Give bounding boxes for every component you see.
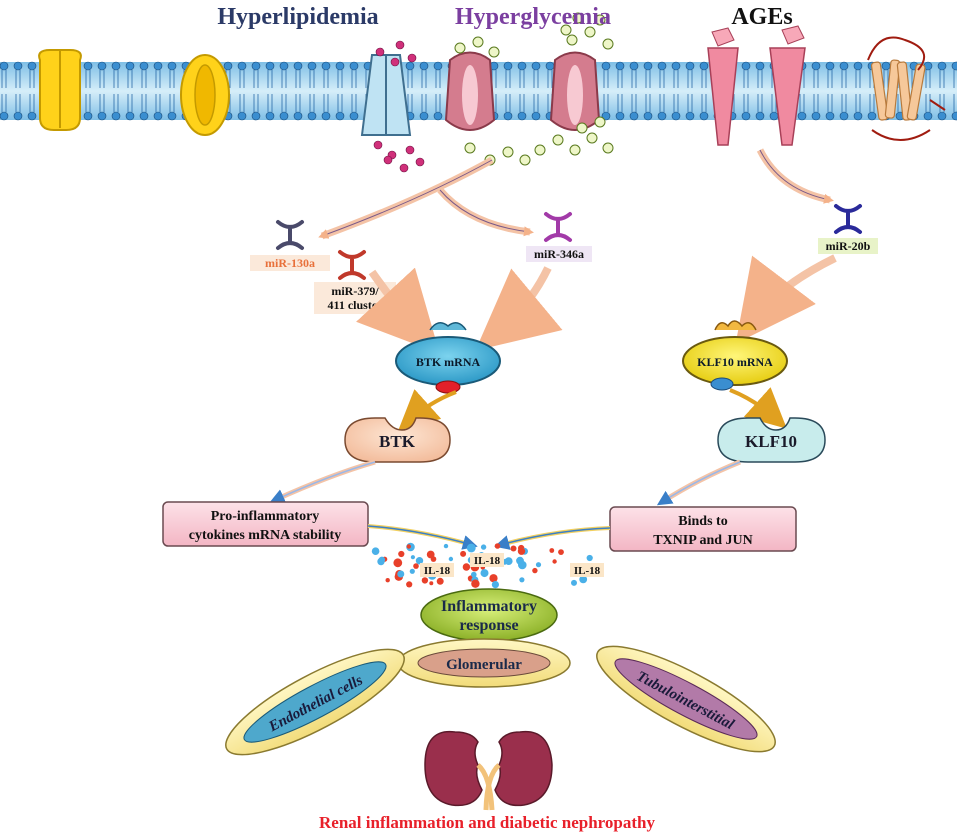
mir130a-label: miR-130a [265,256,315,270]
mir346a-icon [544,212,572,242]
yellow-channel-left-icon [38,49,82,131]
arrow-klf10-to-box-bg [660,459,741,505]
rage-receptor-left-icon [707,27,739,146]
arrow-mir20b-to-klf10-mrna [735,254,837,344]
mir20b-label: miR-20b [826,239,871,253]
mir130a-icon [276,220,304,250]
left-box-line1: Pro-inflammatory [211,509,320,524]
mir379-icon [338,250,366,280]
glomerular-label: Glomerular [446,657,522,673]
il18-left-label: IL-18 [424,565,451,577]
kidney-left-icon [424,730,495,811]
glucose-transporter-right-icon [549,51,601,131]
il18-right-label: IL-18 [574,565,601,577]
arrow-left-box-to-cytokines [367,525,478,550]
tubulointerstitial-node: Tubulointerstitial [596,645,776,753]
mir130a-label-bg [250,255,330,271]
right-box-line2: TXNIP and JUN [653,533,753,548]
btk-protein-node: BTK [344,417,451,463]
klf10-protein-node: KLF10 [717,417,826,463]
mir20b-icon [834,204,862,234]
mir379-label-line1: miR-379/ [331,284,379,298]
mir346a-label: miR-346a [534,247,584,261]
mir20b-label-bg [818,238,878,254]
right-box-line1: Binds to [678,514,727,529]
molecules [373,12,614,173]
header-ages: AGEs [731,4,792,30]
arrow-glucose-to-mir346a [437,187,534,237]
il18-center-label: IL-18 [474,555,501,567]
glomerular-node: Glomerular [397,638,571,688]
arrow-right-box-to-cytokines [494,527,611,550]
footer-title: Renal inflammation and diabetic nephropa… [319,813,655,832]
arrow-klf10-to-box [656,461,741,506]
left-box-line2: cytokines mRNA stability [189,528,341,543]
arrow-right-box-to-cytokines-bg [499,526,611,547]
arrow-btk-to-box-bg [273,459,376,503]
btk-mrna-label: BTK mRNA [416,355,481,369]
arrow-btk-mrna-to-btk [398,389,457,431]
glucose-transporter-left-icon [444,51,496,131]
arrow-ages-to-mir20b [756,148,834,204]
rage-receptor-right-icon [769,25,806,146]
mir379-label-line2: 411 cluster [328,298,384,312]
il18-center-bg [470,553,504,567]
arrow-left-box-to-cytokines-bg [367,524,473,547]
klf10-mrna-label: KLF10 mRNA [697,355,773,369]
kidney-right-icon [483,730,553,811]
yellow-channel-right-icon [180,54,230,136]
lipid-transporter-icon [360,54,412,136]
right-effect-box: Binds to TXNIP and JUN [609,506,797,552]
arrow-lipid-to-mir130a [318,156,494,240]
klf10-mrna-node: KLF10 mRNA [682,320,788,391]
arrow-mir346a-to-btk-mrna [475,266,563,351]
endothelial-node: Endothelial cells [225,648,405,756]
response-line2: response [459,617,518,634]
btk-mrna-node: BTK mRNA [395,322,501,394]
btk-protein-label: BTK [379,432,416,451]
mir346a-label-bg [526,246,592,262]
header-hyperglycemia: Hyperglycemia [455,4,611,30]
header-hyperlipidemia: Hyperlipidemia [217,4,378,30]
il18-right-bg [570,563,604,577]
gpcr-receptor-icon [867,36,946,141]
arrow-btk-to-box [269,461,376,504]
arrow-mir379-to-btk-mrna [356,267,440,354]
arrow-klf10-mrna-to-klf10 [729,387,787,429]
inflammatory-response-node: Inflammatory response [420,588,558,642]
klf10-protein-label: KLF10 [745,432,797,451]
il18-left-bg [420,563,454,577]
response-line1: Inflammatory [441,598,537,615]
left-effect-box: Pro-inflammatory cytokines mRNA stabilit… [162,501,369,547]
